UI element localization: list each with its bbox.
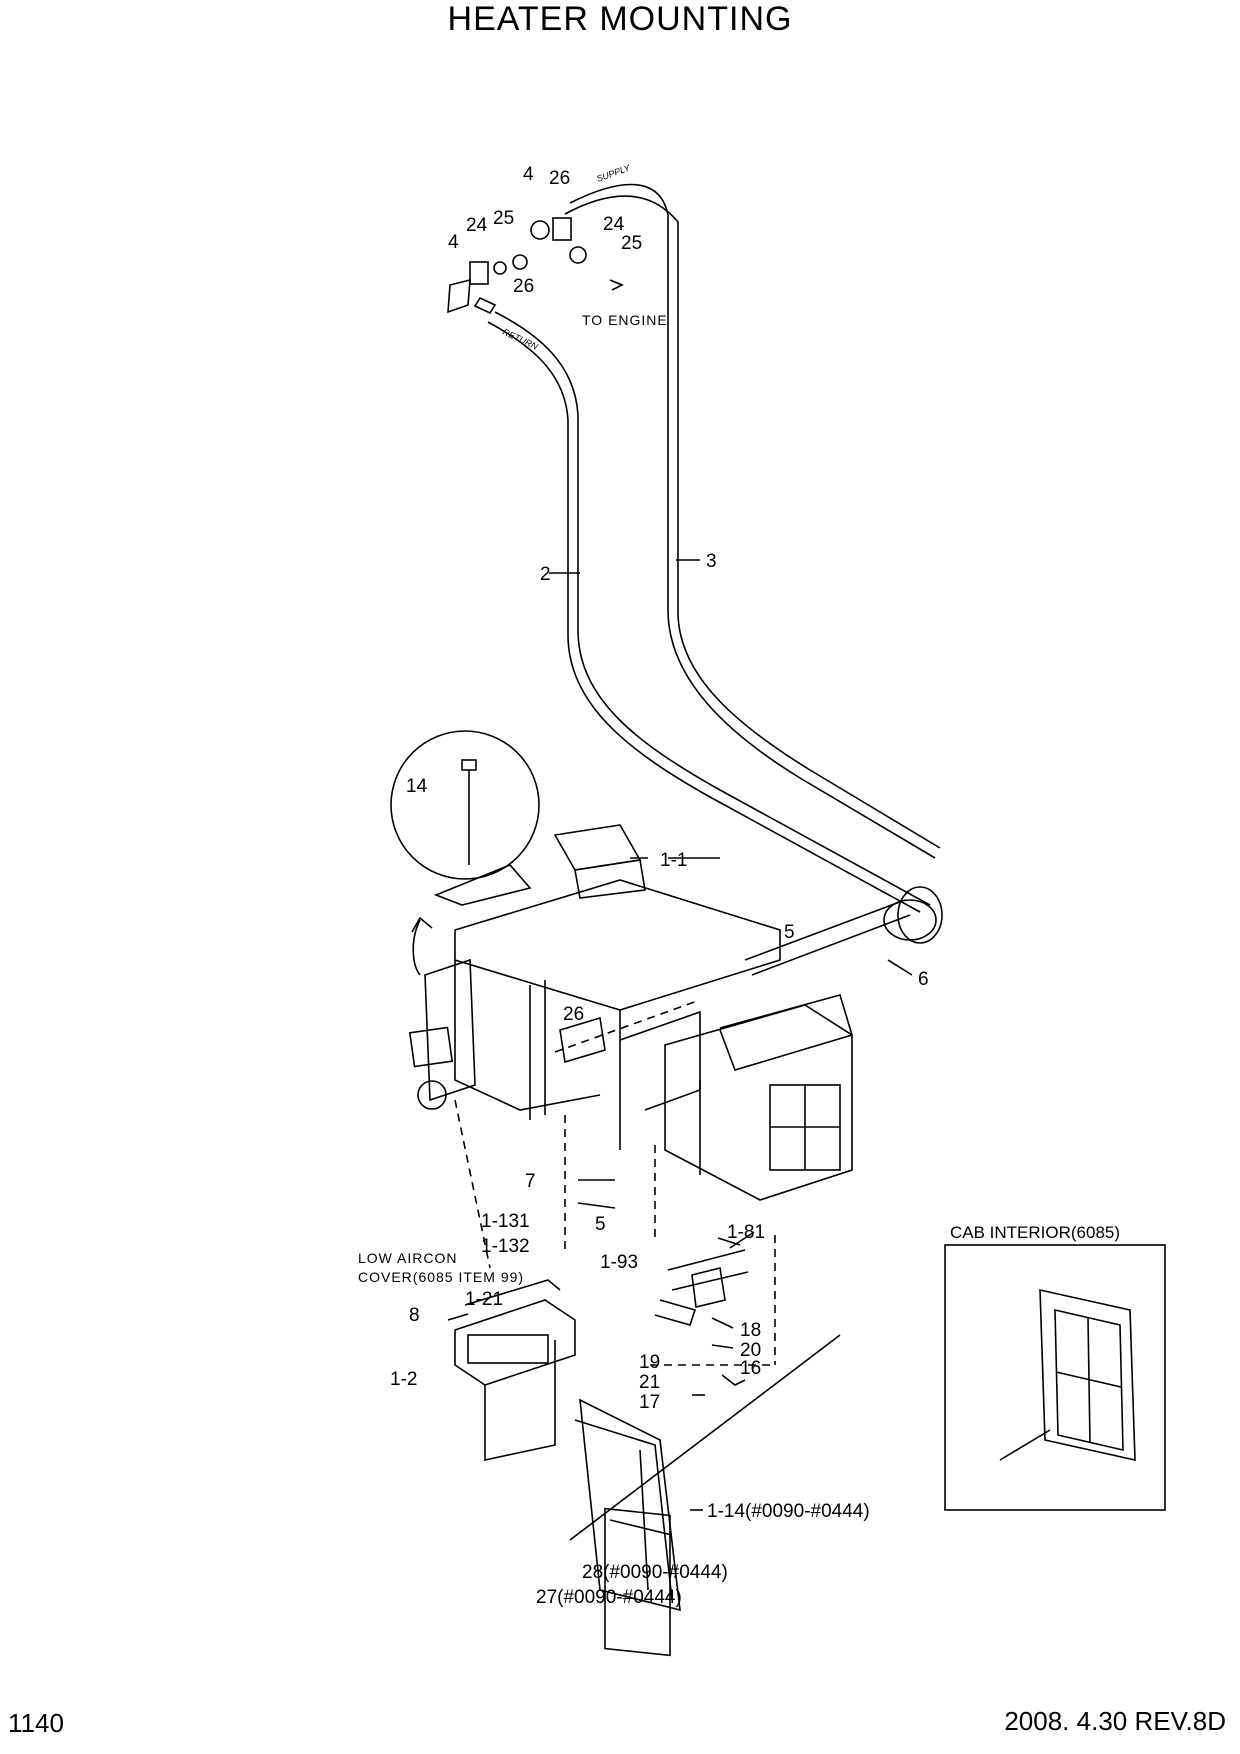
- cab-interior-label: CAB INTERIOR(6085): [950, 1223, 1120, 1242]
- return-hose-2: [487, 311, 931, 913]
- top-fittings: [447, 217, 624, 315]
- callout-2: 2: [540, 564, 551, 585]
- callout-17: 17: [639, 1392, 660, 1413]
- callout-7: 7: [525, 1171, 536, 1192]
- callout-1-2: 1-2: [390, 1369, 417, 1390]
- callout-4-lower: 4: [448, 232, 459, 253]
- callout-26-upper: 26: [549, 168, 570, 189]
- callout-26-mid: 26: [513, 276, 534, 297]
- callout-6: 6: [918, 969, 929, 990]
- supply-hose-3: [564, 183, 941, 859]
- callout-25-left: 25: [493, 208, 514, 229]
- hose-bracket: [654, 1249, 749, 1386]
- callout-5-upper: 5: [784, 922, 795, 943]
- revision-date: 2008. 4.30 REV.8D: [1004, 1706, 1226, 1736]
- cover-leader: [569, 1334, 841, 1541]
- hose-clamp-loop: [897, 886, 943, 944]
- callout-14: 14: [406, 776, 428, 797]
- to-engine-label: TO ENGINE: [582, 312, 668, 328]
- grille-cover-1-14: [574, 1398, 681, 1657]
- page-title: HEATER MOUNTING: [447, 0, 793, 38]
- callout-21: 21: [639, 1372, 660, 1393]
- callout-1-131: 1-131: [481, 1211, 530, 1232]
- callout-1-81: 1-81: [727, 1222, 765, 1243]
- callout-28: 28(#0090-#0444): [582, 1562, 728, 1583]
- control-panel-1-2: [454, 1279, 576, 1461]
- low-aircon-label-line1: LOW AIRCON: [358, 1250, 457, 1266]
- callout-1-21: 1-21: [465, 1289, 503, 1310]
- callout-25-right: 25: [621, 233, 642, 254]
- page-number: 1140: [8, 1708, 64, 1738]
- callout-4-upper: 4: [523, 164, 534, 185]
- callout-8: 8: [409, 1305, 420, 1326]
- callout-1-14: 1-14(#0090-#0444): [707, 1501, 870, 1522]
- callout-1-132: 1-132: [481, 1236, 530, 1257]
- callout-27: 27(#0090-#0444): [536, 1587, 682, 1608]
- filter-housing: [664, 994, 853, 1201]
- heater-unit-body: [408, 824, 781, 1150]
- callout-26-heater: 26: [563, 1004, 584, 1025]
- assembly-dashed-lines: [454, 999, 776, 1366]
- callout-1-1: 1-1: [660, 850, 687, 871]
- return-hose-label: RETURN: [501, 327, 540, 352]
- low-aircon-label-line2: COVER(6085 ITEM 99): [358, 1269, 524, 1285]
- heater-pipes: [744, 899, 911, 976]
- detail-circle-14: [390, 730, 540, 976]
- cab-interior-box: [944, 1244, 1166, 1511]
- callout-3: 3: [706, 551, 717, 572]
- callout-24-left: 24: [466, 215, 488, 236]
- callout-1-93: 1-93: [600, 1252, 638, 1273]
- callout-5-lower: 5: [595, 1214, 606, 1235]
- callout-20: 20: [740, 1340, 761, 1361]
- callout-16: 16: [740, 1358, 761, 1379]
- callout-18: 18: [740, 1320, 761, 1341]
- supply-hose-label: SUPPLY: [595, 162, 632, 184]
- callout-19: 19: [639, 1352, 660, 1373]
- callout-24-right: 24: [603, 214, 625, 235]
